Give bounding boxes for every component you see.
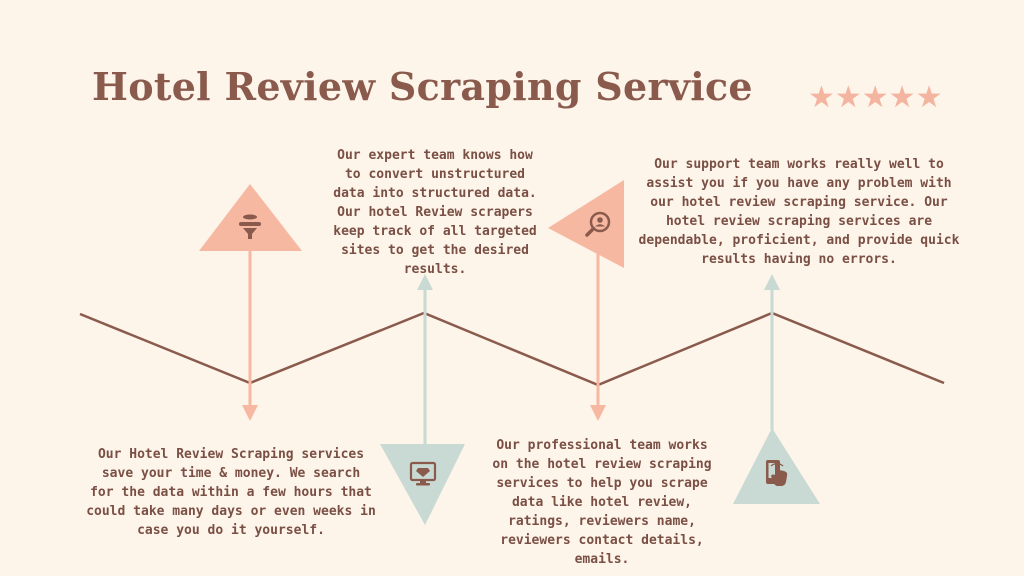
step3-line: data like hotel review, bbox=[511, 495, 692, 510]
touch-phone-icon bbox=[766, 460, 788, 486]
step4-line: our hotel review scraping service. Our bbox=[650, 195, 948, 210]
step2-line: sites to get the desired bbox=[341, 243, 529, 258]
step1-line: case you do it yourself. bbox=[137, 523, 325, 538]
step1-description: Our Hotel Review Scraping services save … bbox=[80, 445, 382, 540]
step2-line: data into structured data. bbox=[333, 186, 537, 201]
step2-line: to convert unstructured bbox=[344, 167, 525, 182]
step4-description: Our support team works really well to as… bbox=[636, 155, 962, 269]
step2-description: Our expert team knows how to convert uns… bbox=[325, 146, 545, 279]
step3-arrow-head bbox=[590, 405, 606, 421]
step3-line: Our professional team works bbox=[496, 438, 708, 453]
step3-line: ratings, reviewers name, bbox=[508, 514, 696, 529]
step4-arrow-head bbox=[764, 274, 780, 290]
step1-line: for the data within a few hours that bbox=[90, 485, 372, 500]
step3-triangle-marker bbox=[548, 180, 624, 268]
step1-line: could take many days or even weeks in bbox=[86, 504, 376, 519]
rating-stars: ★★★★★ bbox=[808, 80, 943, 115]
step3-description: Our professional team works on the hotel… bbox=[482, 436, 722, 569]
timeline-zigzag-line bbox=[79, 311, 945, 387]
step4-line: results having no errors. bbox=[701, 252, 897, 267]
step2-line: Our hotel Review scrapers bbox=[337, 205, 533, 220]
step1-line: save your time & money. We search bbox=[101, 466, 361, 481]
step2-line: results. bbox=[403, 262, 467, 277]
step2-line: keep track of all targeted bbox=[333, 224, 537, 239]
step4-line: hotel review scraping services are bbox=[665, 214, 933, 229]
step4-line: dependable, proficient, and provide quic… bbox=[638, 233, 960, 248]
diamond-monitor-icon bbox=[409, 461, 437, 486]
step2-line: Our expert team knows how bbox=[337, 148, 533, 163]
step4-line: Our support team works really well to bbox=[654, 157, 944, 172]
step3-line: reviewers contact details, bbox=[500, 533, 704, 548]
step1-arrow-head bbox=[242, 405, 258, 421]
page-title: Hotel Review Scraping Service bbox=[92, 64, 753, 109]
step3-line: emails. bbox=[574, 552, 630, 567]
step3-line: services to help you scrape bbox=[496, 476, 708, 491]
step4-line: assist you if you have any problem with bbox=[646, 176, 952, 191]
user-search-icon bbox=[585, 211, 611, 237]
step3-line: on the hotel review scraping bbox=[492, 457, 712, 472]
funnel-filter-icon bbox=[239, 214, 261, 239]
step1-line: Our Hotel Review Scraping services bbox=[97, 447, 365, 462]
step2-arrow-head bbox=[417, 274, 433, 290]
